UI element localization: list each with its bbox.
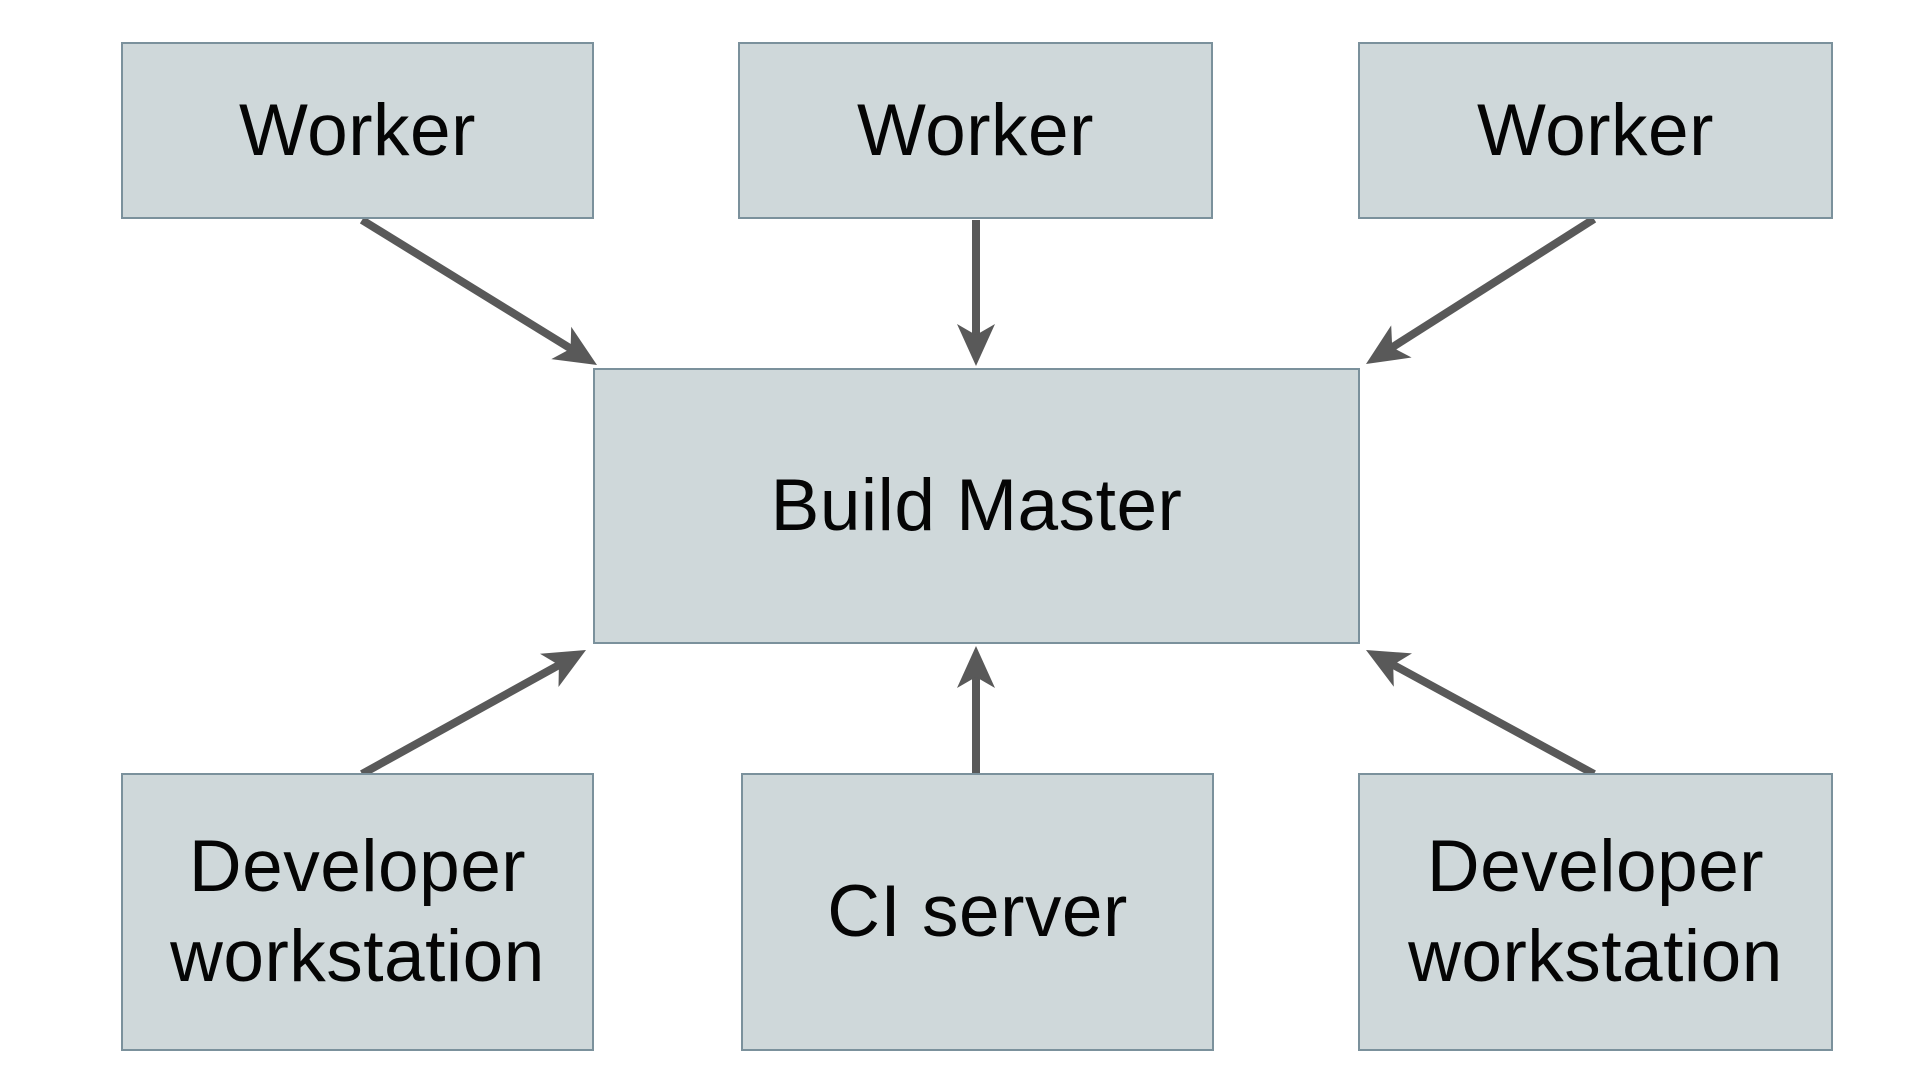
node-ci-server-label: CI server bbox=[827, 871, 1128, 952]
node-developer-workstation-right: Developer workstation bbox=[1358, 773, 1833, 1051]
arrow-worker-1-to-build-master bbox=[359, 216, 597, 365]
node-worker-3: Worker bbox=[1358, 42, 1833, 219]
node-developer-workstation-left-label: Developer workstation bbox=[170, 826, 545, 997]
node-worker-1: Worker bbox=[121, 42, 594, 219]
node-worker-3-label: Worker bbox=[1477, 89, 1714, 171]
arrow-ci-server-to-build-master bbox=[957, 646, 995, 774]
node-developer-workstation-right-label: Developer workstation bbox=[1408, 826, 1783, 997]
node-ci-server: CI server bbox=[741, 773, 1214, 1051]
node-worker-2-label: Worker bbox=[857, 89, 1094, 171]
node-build-master: Build Master bbox=[593, 368, 1360, 644]
arrow-worker-3-to-build-master bbox=[1366, 215, 1597, 364]
arrow-developer-workstation-left-to-build-master bbox=[360, 650, 586, 778]
arrow-developer-workstation-right-to-build-master bbox=[1366, 650, 1596, 778]
node-developer-workstation-left: Developer workstation bbox=[121, 773, 594, 1051]
arrow-worker-2-to-build-master bbox=[957, 220, 995, 366]
node-build-master-label: Build Master bbox=[770, 465, 1183, 546]
node-worker-2: Worker bbox=[738, 42, 1213, 219]
node-worker-1-label: Worker bbox=[239, 89, 476, 171]
